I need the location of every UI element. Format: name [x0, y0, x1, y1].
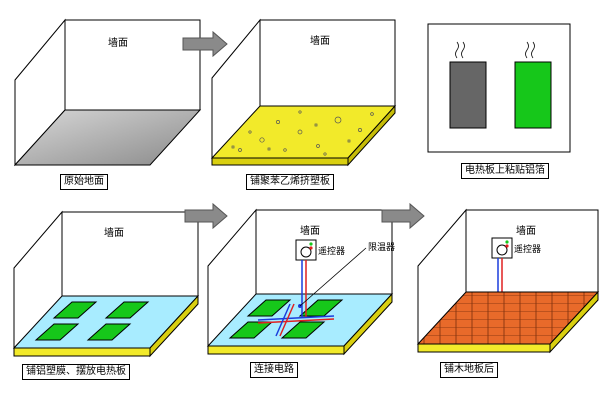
gray-floor — [13, 109, 202, 166]
wire-red — [257, 318, 335, 324]
panel-wood-floor — [416, 208, 600, 354]
wire-icon — [525, 41, 529, 59]
panel-wiring — [206, 208, 394, 356]
thermostat-label: 遥控器 — [514, 245, 542, 255]
step-caption: 电热板上粘贴铝箔 — [461, 163, 549, 179]
heater-board — [298, 299, 344, 317]
arrow-right-icon — [381, 202, 425, 230]
heater-board — [246, 299, 292, 317]
heater-board — [280, 321, 326, 339]
step-caption: 铺铝塑膜、摆放电热板 — [22, 364, 130, 380]
foam-texture — [231, 110, 374, 156]
wall-label: 墙面 — [300, 226, 320, 237]
insulation-board-side — [149, 294, 199, 358]
thermostat-dial — [496, 244, 508, 256]
wire-icon — [455, 41, 459, 59]
panel-insulation-board — [210, 18, 397, 167]
heater-board-green — [514, 61, 552, 129]
indicator-light — [309, 246, 313, 250]
heater-board-gray — [449, 61, 487, 129]
step-caption: 铺木地板后 — [440, 362, 498, 378]
insulation-board-edge — [13, 347, 151, 357]
wall-label: 墙面 — [104, 228, 124, 239]
wire-blue — [257, 315, 335, 321]
panel-foil-and-heaters — [12, 210, 200, 358]
heater-board — [104, 301, 150, 319]
step-caption: 铺聚苯乙烯挤塑板 — [246, 174, 334, 190]
thermostat-dial — [300, 246, 312, 258]
heater-board — [86, 323, 132, 341]
panel-heater-boards — [427, 23, 571, 153]
thermostat-label: 遥控器 — [318, 247, 346, 257]
indicator-light — [309, 242, 313, 246]
back-wall — [61, 211, 199, 299]
step-caption: 连接电路 — [250, 362, 298, 378]
arrow-right-icon — [184, 202, 228, 230]
wire-blue — [275, 303, 291, 337]
insulation-board-edge — [417, 343, 551, 353]
back-wall — [64, 19, 201, 111]
wall-label: 墙面 — [108, 38, 128, 49]
wire-red — [279, 303, 295, 337]
callout-leader — [299, 247, 367, 307]
insulation-board-edge — [211, 157, 349, 166]
indicator-light — [505, 244, 509, 248]
wire-icon — [461, 41, 465, 59]
panel-raw-floor — [13, 18, 202, 167]
indicator-light — [505, 240, 509, 244]
wall-label: 墙面 — [516, 226, 536, 237]
temperature-limiter-label: 限温器 — [368, 243, 396, 253]
wall-label: 墙面 — [310, 36, 330, 47]
heater-board — [34, 323, 80, 341]
arrow-right-icon — [182, 30, 228, 58]
step-caption: 原始地面 — [60, 174, 108, 190]
insulation-board-side — [347, 104, 396, 167]
insulation-board-side — [549, 290, 599, 354]
insulation-board-side — [343, 292, 393, 356]
insulation-board-edge — [207, 345, 345, 355]
heater-board — [52, 301, 98, 319]
wire-icon — [531, 41, 535, 59]
